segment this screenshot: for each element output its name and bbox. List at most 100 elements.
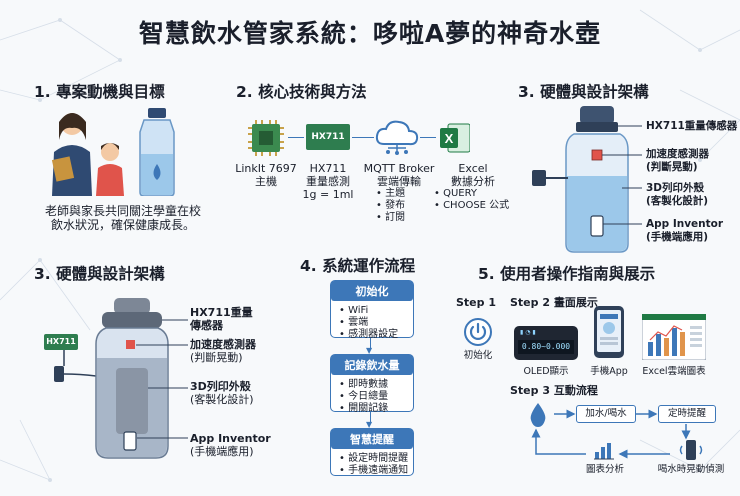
top-label-appinventor-line2: (手機端應用)	[646, 231, 709, 243]
flow-item: 即時數據	[339, 379, 405, 391]
arrow-2	[352, 137, 374, 138]
bottom-label-appinventor: App Inventor (手機端應用)	[190, 432, 271, 458]
cloud-icon	[375, 120, 419, 155]
flow-step-chart: 圖表分析	[585, 464, 624, 475]
excel-bullet: QUERY	[434, 188, 516, 200]
top-label-3dprint-line1: 3D列印外殼	[646, 182, 705, 194]
flow-item: 感測器設定	[339, 329, 405, 341]
flow-item: 雲端	[339, 317, 405, 329]
tech-linkit-line2: 主機	[255, 175, 277, 188]
teacher-parent-child-illustration	[51, 108, 175, 196]
top-label-appinventor: App Inventor (手機端應用)	[646, 218, 723, 244]
flow-step-fill: 加水/喝水	[576, 405, 636, 423]
init-label: 初始化	[463, 350, 493, 361]
arrow-3	[420, 137, 436, 138]
phone-app-line	[600, 337, 618, 340]
oled-status-icons: ▮ ◔ ▮	[520, 329, 536, 336]
excel-chart-label: Excel雲端圖表	[642, 366, 706, 377]
oled-value: 0.80~0.000	[518, 340, 574, 354]
flow-box-init-title: 初始化	[331, 281, 413, 301]
bottom-label-accel-line2: (判斷晃動)	[190, 351, 243, 364]
flow-step-shake: 喝水時晃動偵測	[657, 464, 725, 475]
top-label-3dprint-line2: (客製化設計)	[646, 195, 709, 207]
hx711-board-icon: HX711	[306, 124, 350, 150]
mqtt-bullet: 主題	[376, 188, 436, 200]
excel-bullet: CHOOSE 公式	[434, 200, 516, 212]
top-label-accel-line2: (判斷晃動)	[646, 161, 698, 173]
section3-bottom-heading: 3. 硬體與設計架構	[34, 265, 165, 283]
bottom-label-hx711-line1: HX711重量	[190, 306, 253, 319]
bottom-label-appinventor-line1: App Inventor	[190, 432, 271, 445]
tech-excel-label: Excel 數據分析 QUERY CHOOSE 公式	[430, 162, 516, 212]
flow-step-remind: 定時提醒	[658, 405, 716, 423]
smart-bottle-bottom-illustration	[54, 298, 188, 459]
step3-label: Step 3 互動流程	[510, 384, 598, 397]
phone-app-line	[600, 342, 618, 345]
bar-chart-icon	[594, 443, 614, 460]
linkit-chip-icon	[248, 120, 284, 156]
tech-hx711-line1: HX711	[309, 162, 347, 175]
power-button-icon[interactable]	[464, 318, 492, 346]
mqtt-bullet: 訂閱	[376, 212, 436, 224]
tech-hx711-line2: 重量感測	[306, 175, 350, 188]
flow-box-remind: 智慧提醒 設定時間提醒 手機遠端通知	[330, 428, 414, 476]
flow-box-record: 記錄飲水量 即時數據 今日總量 開關記錄	[330, 354, 414, 415]
flow-arrowhead-2: ▼	[366, 420, 373, 429]
step2-label: Step 2 畫面展示	[510, 296, 598, 309]
section2-heading: 2. 核心技術與方法	[236, 83, 367, 101]
flow-box-remind-title: 智慧提醒	[331, 429, 413, 449]
section4-heading: 4. 系統運作流程	[300, 257, 416, 275]
bottom-label-accel-line1: 加速度感測器	[190, 338, 256, 351]
oled-label: OLED顯示	[523, 366, 569, 377]
bottom-label-3dprint-line2: (客製化設計)	[190, 393, 254, 406]
top-label-accel: 加速度感測器 (判斷晃動)	[646, 148, 709, 174]
flow-item: 設定時間提醒	[339, 453, 408, 465]
tech-linkit-line1: LinkIt 7697	[235, 162, 297, 175]
top-label-appinventor-line1: App Inventor	[646, 218, 724, 230]
bottom-label-appinventor-line2: (手機端應用)	[190, 445, 254, 458]
tech-linkit-label: LinkIt 7697 主機	[228, 162, 304, 188]
section1-caption-line2: 飲水狀況，確保健康成長。	[50, 218, 195, 232]
tech-hx711-line3: 1g = 1ml	[302, 188, 354, 201]
svg-text:X: X	[445, 131, 454, 146]
flow-arrow-2	[370, 412, 371, 424]
section5-heading: 5. 使用者操作指南與展示	[478, 265, 656, 283]
flow-item: 開關記錄	[339, 403, 405, 415]
phone-app-bar	[600, 314, 618, 319]
bottom-label-hx711: HX711重量 傳感器	[190, 306, 253, 332]
phone-label: 手機App	[590, 366, 628, 377]
oled-device: ▮ ◔ ▮ 0.80~0.000	[514, 326, 578, 360]
page-title: 智慧飲水管家系統：哆啦A夢的神奇水壺	[138, 19, 602, 48]
top-label-3dprint: 3D列印外殼 (客製化設計)	[646, 182, 708, 208]
tech-mqtt-line1: MQTT Broker	[363, 162, 435, 175]
mqtt-bullet: 發布	[376, 200, 436, 212]
phone-screen	[597, 310, 621, 352]
tech-mqtt-label: MQTT Broker 雲端傳輸 主題 發布 訂閱	[362, 162, 436, 224]
tech-hx711-label: HX711 重量感測 1g = 1ml	[296, 162, 360, 201]
flow-box-init: 初始化 WiFi 雲端 感測器設定	[330, 280, 414, 341]
interaction-loop-arrows	[531, 409, 691, 459]
excel-icon: X	[440, 123, 470, 153]
flow-arrow-1	[370, 338, 371, 350]
tech-mqtt-line2: 雲端傳輸	[377, 175, 421, 188]
section1-caption-line1: 老師與家長共同關注學童在校	[44, 204, 201, 218]
arrow-1	[288, 137, 304, 138]
flow-item: WiFi	[339, 305, 405, 317]
flow-arrowhead-1: ▼	[366, 346, 373, 355]
phone-app-drop	[603, 322, 615, 334]
tech-excel-line1: Excel	[458, 162, 488, 175]
excel-chart-thumbnail	[642, 314, 706, 360]
bottom-hx711-chip: HX711	[44, 334, 78, 350]
bottom-label-3dprint-line1: 3D列印外殼	[190, 380, 251, 393]
water-drop-icon	[530, 403, 546, 427]
phone-device[interactable]	[594, 306, 624, 358]
top-label-hx711: HX711重量傳感器	[646, 120, 738, 132]
section1-caption: 老師與家長共同關注學童在校 飲水狀況，確保健康成長。	[28, 204, 218, 232]
step1-label: Step 1	[456, 296, 496, 309]
flow-item: 手機遠端通知	[339, 465, 408, 477]
flow-item: 今日總量	[339, 391, 405, 403]
section1-heading: 1. 專案動機與目標	[34, 83, 165, 101]
phone-vibrate-icon	[679, 440, 703, 460]
top-label-accel-line1: 加速度感測器	[646, 148, 709, 160]
